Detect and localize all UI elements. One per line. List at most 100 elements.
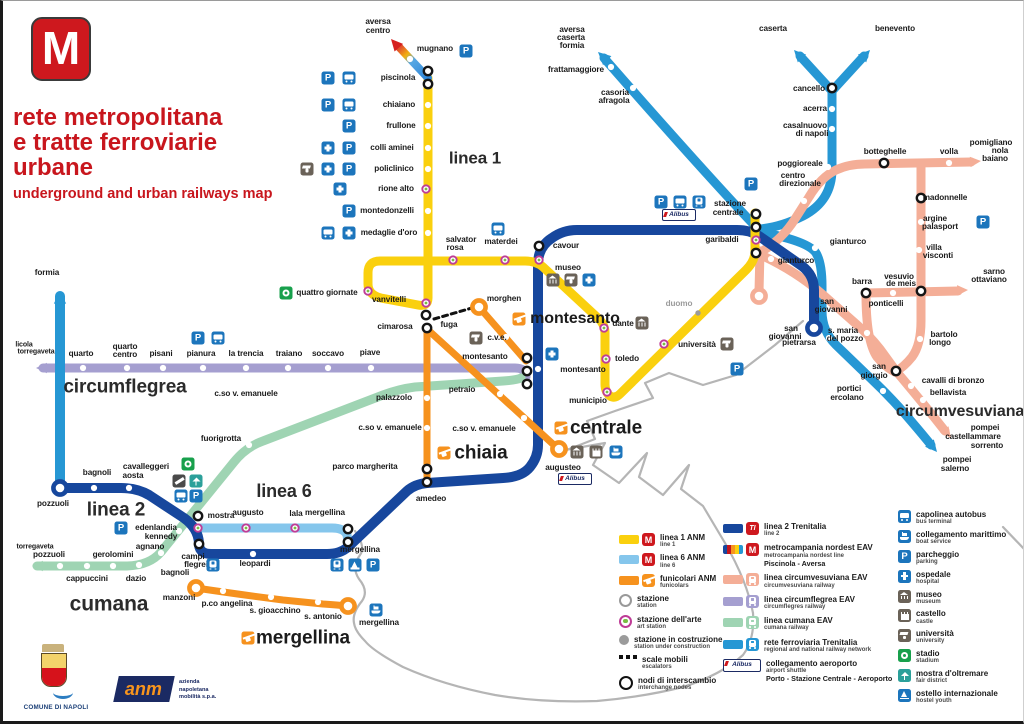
station-node — [917, 218, 925, 226]
trenitalia-icon: TI — [746, 522, 759, 535]
line-name-label: linea 1 — [448, 148, 502, 168]
interchange-node — [421, 463, 433, 475]
station-label: centro — [365, 25, 391, 35]
station-node — [314, 598, 322, 606]
station-label: manzoni — [162, 592, 196, 602]
train-icon — [746, 594, 759, 608]
station-node — [109, 562, 117, 570]
art-station-node — [503, 258, 507, 262]
station-node — [324, 364, 332, 372]
station-label: augusteo — [545, 462, 581, 472]
station-label: cimarosa — [377, 321, 413, 331]
station-label: salvator — [445, 234, 477, 244]
legend-item-sublabel: funicolars — [660, 582, 689, 589]
bus-icon — [174, 489, 188, 503]
legend-line-swatch — [723, 639, 743, 649]
station-label: palasport — [922, 221, 958, 231]
train-icon — [692, 195, 706, 209]
anm-sub-1: azienda — [179, 679, 200, 685]
legend-item-sublabel: parking — [916, 558, 938, 565]
interchange-node — [750, 208, 762, 220]
comune-di-napoli-label: COMUNE DI NAPOLI — [23, 704, 89, 711]
interchange-node — [420, 309, 432, 321]
interchange-node — [342, 536, 354, 548]
station-label: volla — [939, 146, 959, 156]
stadium-icon — [279, 286, 293, 300]
station-label: casalnuovo — [782, 120, 828, 130]
station-node — [249, 550, 257, 558]
station-label: visconti — [922, 250, 954, 260]
station-label: san — [872, 361, 886, 371]
station-label: giovanni — [814, 304, 848, 314]
art-station-node — [451, 258, 455, 262]
station-label: aosta — [122, 470, 144, 480]
station-label: gianturco — [829, 236, 867, 246]
station-node — [534, 365, 542, 373]
station-node — [915, 246, 923, 254]
linea-1-line — [363, 73, 760, 402]
station-node — [199, 364, 207, 372]
station-label: bellavista — [929, 387, 967, 397]
legend-line-swatch — [723, 524, 743, 533]
station-label: piscinola — [380, 72, 416, 82]
legend-line-swatch — [619, 555, 639, 565]
parking-icon: P — [976, 215, 990, 229]
legend-item-label: museo — [916, 589, 942, 599]
line-name-label: cumana — [69, 592, 149, 616]
legend-item-sublabel: airport shuttle — [766, 668, 807, 675]
bus-icon — [491, 222, 505, 236]
map-canvas — [32, 39, 1023, 703]
interchange-node — [915, 192, 927, 204]
station-label: dazio — [125, 573, 147, 583]
station-label: bagnoli — [160, 567, 190, 577]
art-station-node — [366, 289, 370, 293]
art-marker-icon — [619, 614, 632, 628]
interchange-marker-icon — [619, 675, 633, 690]
station-label: colli aminei — [370, 142, 414, 152]
station-label: castellammare — [945, 431, 1001, 441]
bus-icon — [342, 71, 356, 85]
station-node — [424, 207, 432, 215]
station-label: casoria — [601, 87, 629, 97]
art-station-node — [662, 342, 666, 346]
station-label: torregaveta — [17, 348, 55, 356]
direction-arrow-icon — [598, 52, 612, 66]
direction-arrow-icon — [36, 362, 47, 374]
station-label: botteghelle — [863, 146, 907, 156]
station-label: piave — [359, 347, 381, 357]
station-label: quattro giornate — [296, 287, 358, 297]
station-label: di napoli — [795, 128, 829, 138]
station-label: giorgio — [860, 370, 888, 380]
parking-icon: P — [114, 521, 128, 535]
legend-item-label: castello — [916, 609, 946, 619]
station-label: sarno — [983, 266, 1005, 276]
station-label: agnano — [135, 541, 165, 551]
station-label: caserta — [557, 32, 585, 42]
station-label: lala — [289, 508, 303, 518]
parking-icon: P — [321, 71, 335, 85]
boat-icon — [369, 603, 383, 617]
station-label: c.so v. emanuele — [452, 423, 516, 433]
funicular-icon — [437, 446, 451, 460]
legend-item-sublabel: castle — [916, 618, 934, 625]
interchange-node — [521, 378, 533, 390]
stadium-icon — [898, 649, 911, 663]
station-node — [423, 424, 431, 432]
station-label: cappuccini — [66, 573, 108, 583]
interchange-node — [878, 157, 890, 169]
mostra-icon — [189, 474, 203, 488]
station-label: materdei — [484, 236, 518, 246]
benevento-branch-line — [827, 51, 869, 96]
station-node — [879, 387, 887, 395]
station-node — [889, 289, 897, 297]
station-label: torregaveta — [16, 543, 54, 551]
station-marker-icon — [619, 594, 632, 608]
coast-corner-line — [1001, 525, 1023, 550]
station-label: vanvitelli — [371, 294, 407, 304]
station-node — [907, 382, 915, 390]
hospital-icon — [333, 182, 347, 196]
